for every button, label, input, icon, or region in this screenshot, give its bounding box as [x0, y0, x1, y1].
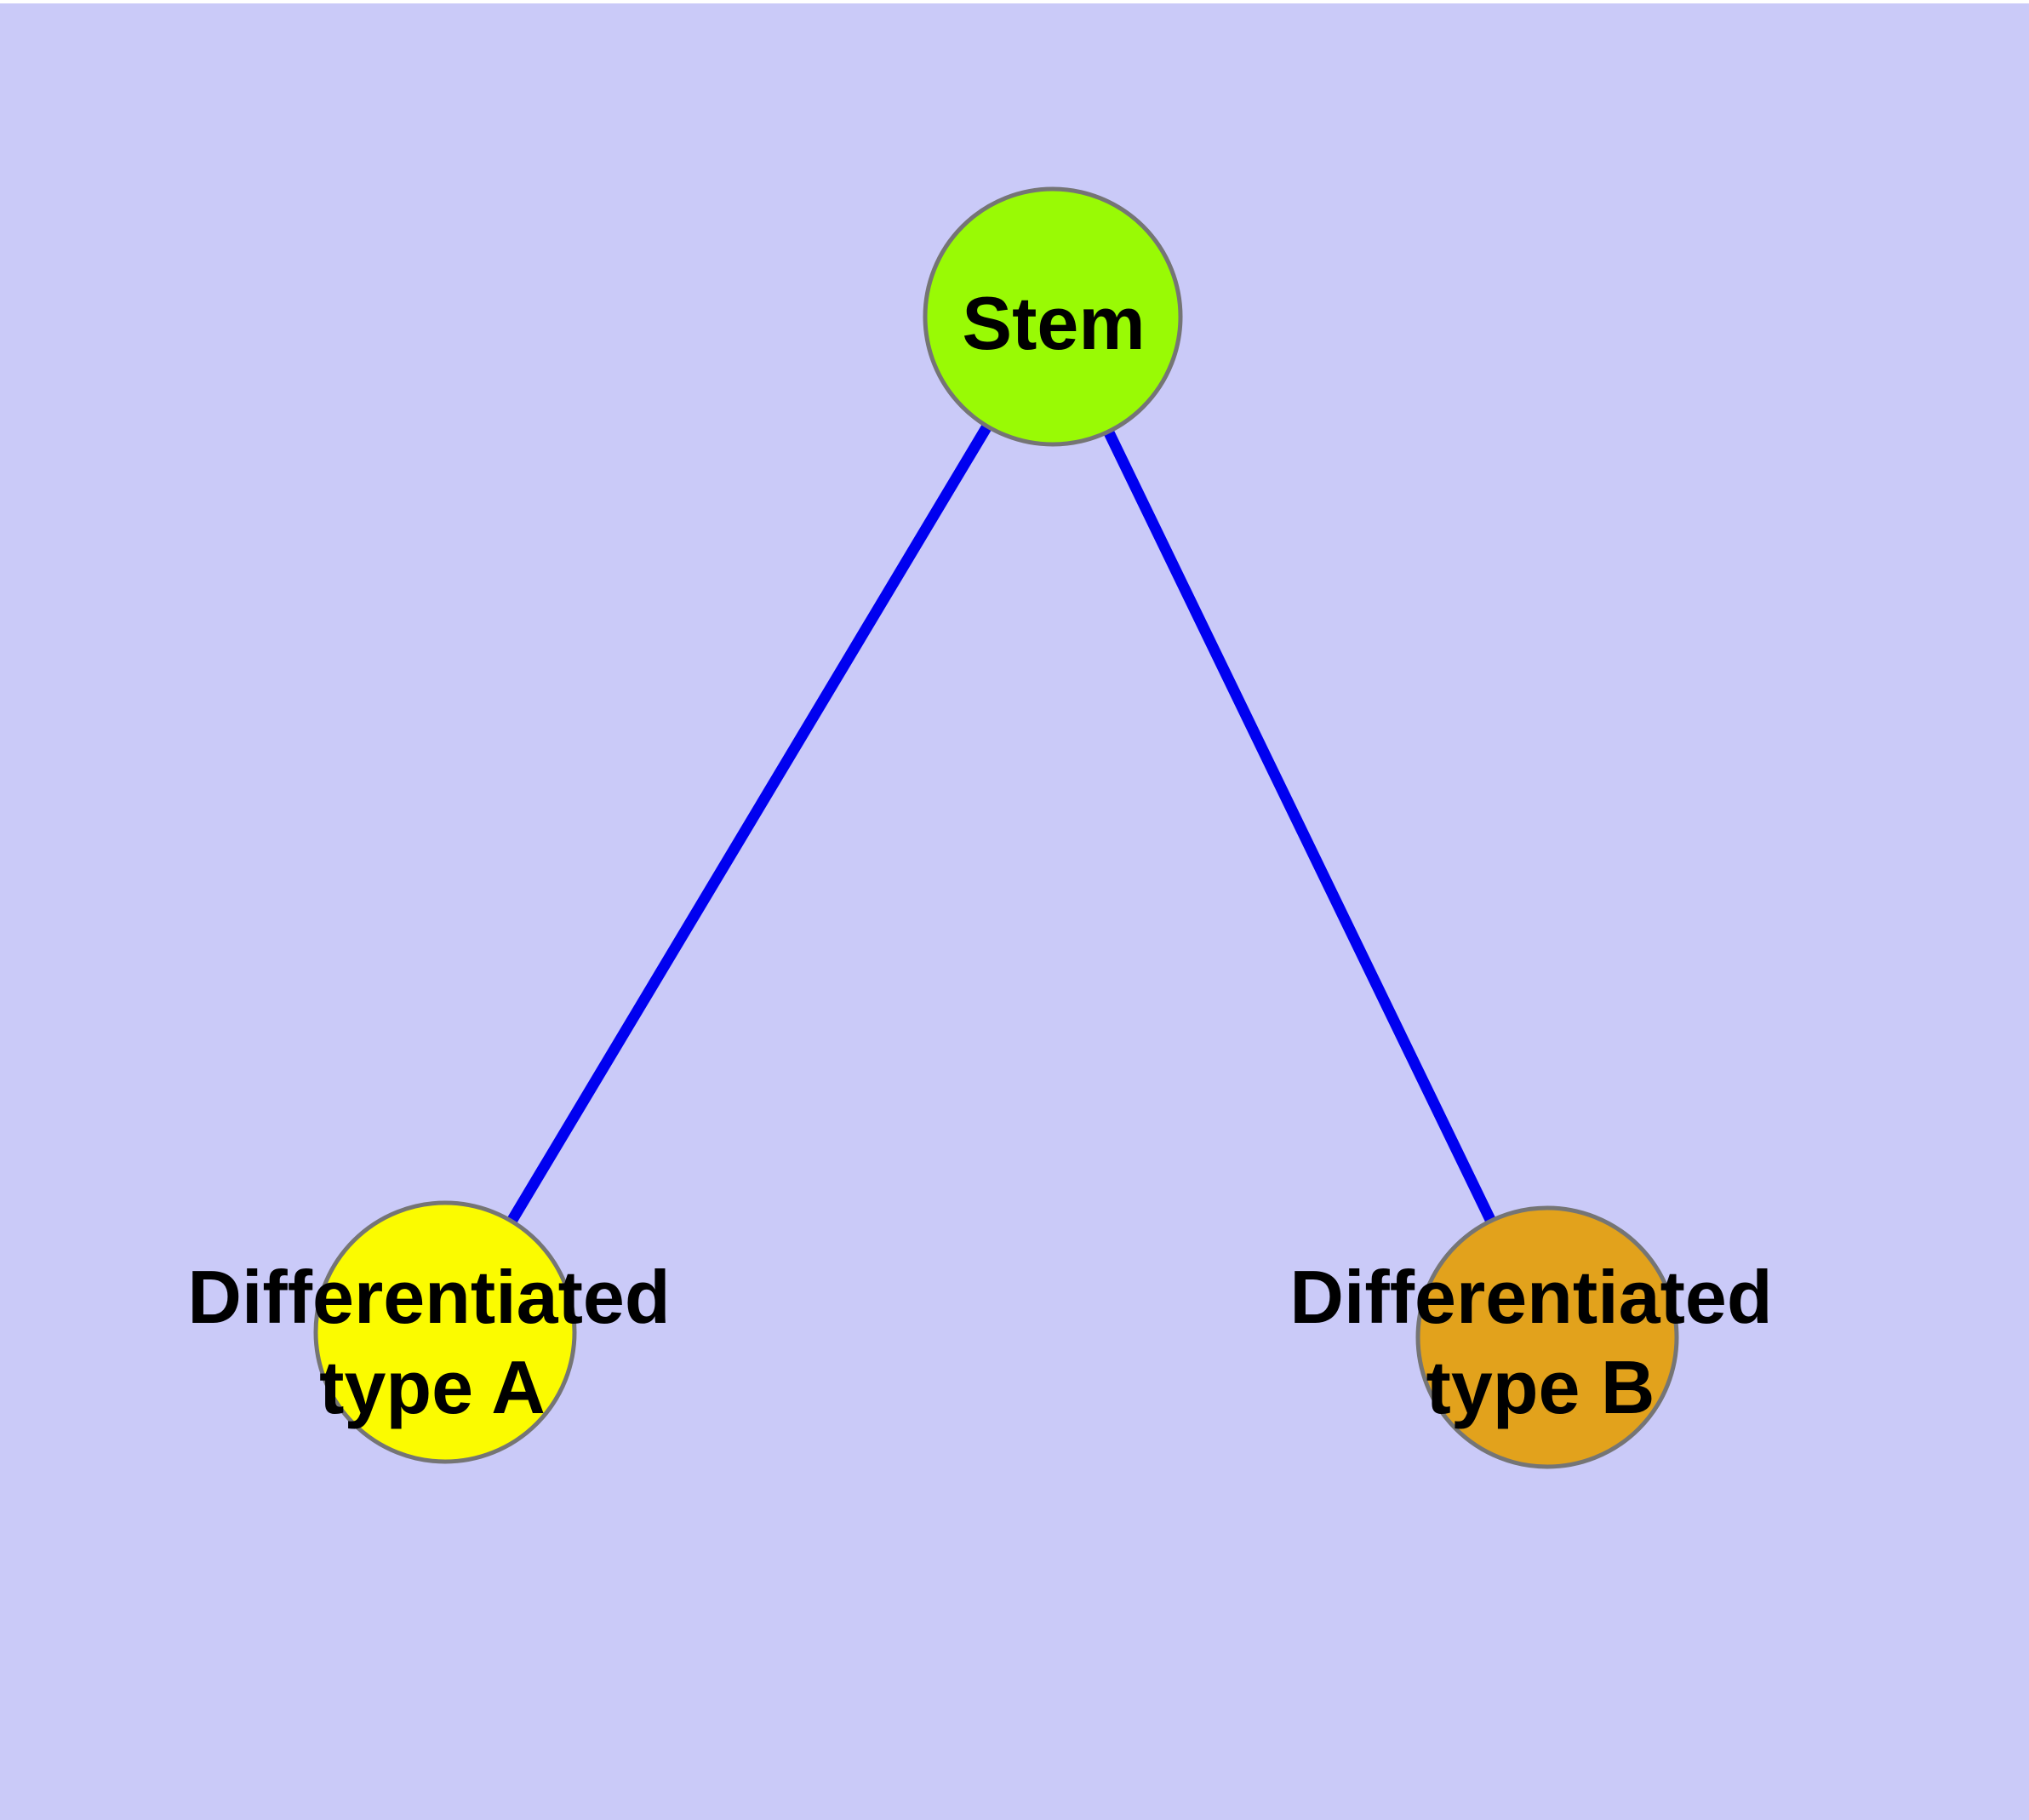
- edge-stem-to-type-b: [1047, 311, 1553, 1343]
- stem-node-label: Stem: [962, 281, 1145, 365]
- differentiated-type-b-node: [1415, 1205, 1679, 1469]
- differentiated-type-a-node: [313, 1200, 577, 1464]
- differentiated-type-a-label-line1: Differentiated: [187, 1255, 670, 1339]
- stem-node: [923, 186, 1183, 447]
- edge-stem-to-type-a: [439, 311, 1059, 1338]
- differentiated-type-b-label-line1: Differentiated: [1289, 1255, 1772, 1339]
- differentiated-type-b-label-line2: type B: [1426, 1345, 1655, 1429]
- differentiated-type-a-label-line2: type A: [319, 1345, 546, 1429]
